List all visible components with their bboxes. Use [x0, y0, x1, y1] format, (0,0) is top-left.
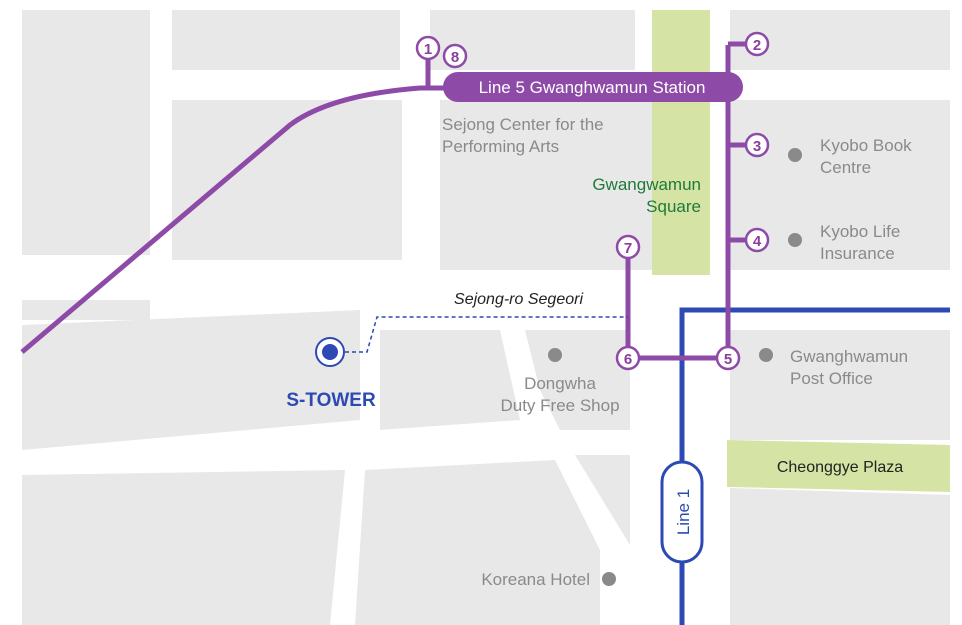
post-office-marker [759, 348, 773, 362]
station-label: Line 5 Gwanghwamun Station [479, 78, 706, 97]
exit-3[interactable]: 3 [744, 132, 770, 158]
exit-8-number: 8 [451, 49, 459, 66]
gwanghwamun-square-park [652, 10, 710, 275]
cheonggye-plaza-park [727, 440, 950, 492]
exit-4-number: 4 [753, 233, 762, 250]
poi-markers [548, 148, 802, 586]
exit-6[interactable]: 6 [615, 345, 641, 371]
sejong-center-label-2: Performing Arts [442, 137, 559, 156]
cheonggye-label: Cheonggye Plaza [777, 459, 903, 476]
line-5-station-pill[interactable] [443, 72, 743, 102]
exit-6-number: 6 [624, 351, 632, 368]
exit-2-number: 2 [753, 37, 761, 54]
exit-7[interactable]: 7 [615, 234, 641, 260]
exit-8[interactable]: 8 [442, 43, 468, 69]
kyobo-book-label-1: Kyobo Book [820, 136, 912, 155]
kyobo-book-label-2: Centre [820, 158, 871, 177]
exit-3-number: 3 [753, 138, 761, 155]
dongwha-marker [548, 348, 562, 362]
exit-1[interactable]: 1 [415, 35, 441, 61]
city-blocks [22, 10, 950, 625]
s-tower-label: S-TOWER [286, 390, 376, 411]
exit-markers[interactable]: 1 8 2 3 4 7 6 5 [415, 31, 770, 371]
kyobo-life-label-2: Insurance [820, 244, 895, 263]
square-label-2: Square [646, 197, 701, 216]
sejong-center-label-1: Sejong Center for the [442, 115, 604, 134]
dongwha-label-2: Duty Free Shop [500, 396, 619, 415]
line-1-pill[interactable] [660, 460, 704, 564]
square-label-1: Gwangwamun [592, 175, 701, 194]
line-1-label: Line 1 [674, 489, 693, 535]
koreana-label: Koreana Hotel [481, 570, 590, 589]
exit-2[interactable]: 2 [744, 31, 770, 57]
kyobo-life-marker [788, 233, 802, 247]
route-dashed-line [345, 316, 628, 353]
post-office-label-1: Gwanghwamun [790, 347, 908, 366]
dongwha-label-1: Dongwha [524, 374, 596, 393]
segeori-label: Sejong-ro Segeori [454, 291, 583, 308]
exit-1-number: 1 [424, 41, 432, 58]
kyobo-life-label-1: Kyobo Life [820, 222, 900, 241]
exit-4[interactable]: 4 [744, 227, 770, 253]
line-5-tracks [20, 41, 745, 361]
s-tower-marker[interactable] [315, 337, 345, 367]
exit-5[interactable]: 5 [715, 345, 741, 371]
kyobo-book-marker [788, 148, 802, 162]
exit-7-number: 7 [624, 240, 632, 257]
koreana-marker [602, 572, 616, 586]
post-office-label-2: Post Office [790, 369, 873, 388]
exit-5-number: 5 [724, 351, 732, 368]
